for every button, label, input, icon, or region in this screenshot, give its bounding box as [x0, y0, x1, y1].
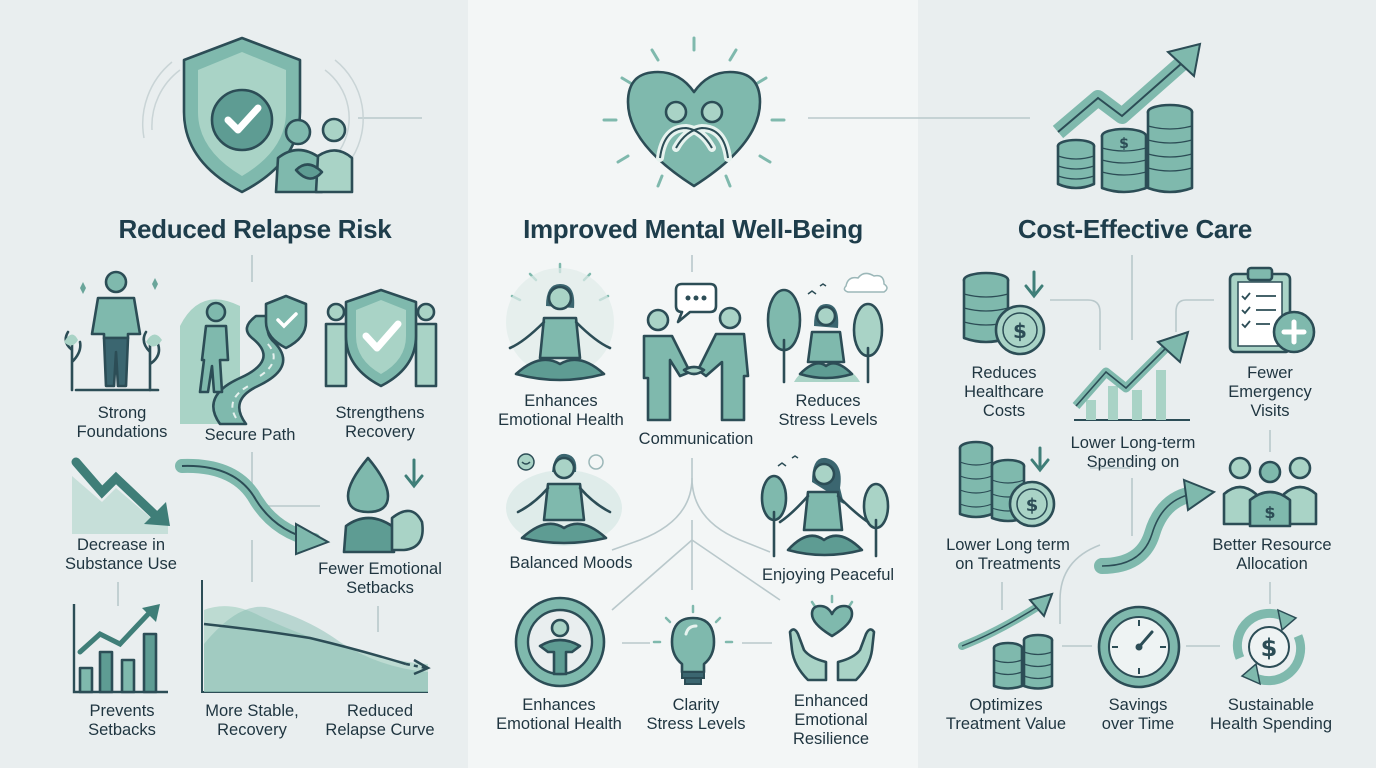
coins-growth-arrow-hero-icon: $	[1052, 42, 1202, 194]
item-reduces-healthcare-costs: Reduces Healthcare Costs	[964, 364, 1044, 420]
people-shield-icon	[324, 288, 438, 388]
item-sustainable-health-spending: Sustainable Health Spending	[1209, 696, 1332, 733]
svg-text:$: $	[1026, 495, 1039, 516]
svg-text:$: $	[1119, 136, 1129, 152]
item-savings-over-time: Savings over Time	[1101, 696, 1175, 733]
swoosh-arrow-icon	[1094, 478, 1217, 574]
section-title: Cost-Effective Care	[1017, 214, 1253, 244]
item-strengthens-recovery: Strengthens Recovery	[335, 404, 425, 441]
stopwatch-icon	[1097, 605, 1181, 689]
section-title: Improved Mental Well-Being	[523, 214, 863, 244]
recycle-dollar-icon: $	[1232, 608, 1306, 686]
people-group-icon: $	[1222, 456, 1318, 528]
item-enjoying-peaceful: Enjoying Peaceful	[761, 566, 895, 584]
item-optimizes-treatment-value: Optimizes Treatment Value	[945, 696, 1067, 733]
coins-down-icon: $	[962, 270, 1046, 356]
item-prevents-setbacks: Prevents Setbacks	[88, 702, 156, 739]
meditating-balance-icon	[506, 453, 622, 546]
shield-check-hero-icon	[141, 36, 364, 194]
peaceful-meditation-icon	[760, 455, 890, 558]
item-fewer-emotional-setbacks: Fewer Emotional Setbacks	[318, 560, 442, 597]
hands-heart-icon	[788, 594, 876, 682]
curved-arrow-icon	[175, 458, 331, 556]
item-reduced-relapse-curve: Reduced Relapse Curve	[325, 702, 435, 739]
item-more-stable-recovery: More Stable, Recovery	[205, 702, 299, 739]
item-better-resource-allocation: Better Resource Allocation	[1212, 536, 1332, 573]
coin-stacks-icon: $	[958, 440, 1056, 528]
growth-chart-icon	[1072, 330, 1190, 421]
item-lower-long-term-on-treatments: Lower Long term on Treatments	[946, 536, 1070, 573]
item-enhances-emotional-health: Enhances Emotional Health	[498, 392, 624, 429]
svg-text:$: $	[1013, 319, 1027, 343]
svg-text:$: $	[1264, 503, 1275, 522]
item-decrease-in-substance-use: Decrease in Substance Use	[65, 536, 177, 573]
heart-people-hero-icon	[602, 36, 786, 188]
person-standing-icon	[64, 270, 162, 392]
coins-rising-arrow-icon	[958, 592, 1054, 690]
meditating-person-icon	[506, 262, 614, 382]
lightbulb-icon	[652, 604, 734, 685]
water-drop-person-icon	[342, 456, 424, 554]
handshake-people-icon	[642, 282, 750, 422]
item-fewer-emergency-visits: Fewer Emergency Visits	[1228, 364, 1312, 420]
item-clarity-stress-levels: Clarity Stress Levels	[646, 696, 746, 733]
item-balanced-moods: Balanced Moods	[509, 554, 633, 572]
trend-down-arrow-icon	[71, 457, 170, 534]
steering-wheel-person-icon	[514, 596, 606, 688]
section-title: Reduced Relapse Risk	[118, 214, 392, 244]
meditating-trees-icon	[766, 272, 888, 384]
item-secure-path: Secure Path	[204, 426, 296, 444]
item-reduces-stress-levels: Reduces Stress Levels	[778, 392, 878, 429]
item-lower-long-term-spending: Lower Long-term Spending on	[1070, 434, 1196, 471]
item-enhances-emotional-health-2: Enhances Emotional Health	[496, 696, 622, 733]
winding-path-icon	[180, 294, 308, 426]
bar-chart-rising-icon	[72, 604, 168, 694]
item-strong-foundations: Strong Foundations	[76, 404, 168, 441]
stability-wave-chart	[201, 580, 431, 693]
clipboard-medical-icon	[1228, 266, 1316, 354]
item-communication: Communication	[638, 430, 754, 448]
item-enhanced-emotional-resilience: Enhanced Emotional Resilience	[792, 692, 870, 748]
svg-text:$: $	[1261, 634, 1278, 662]
